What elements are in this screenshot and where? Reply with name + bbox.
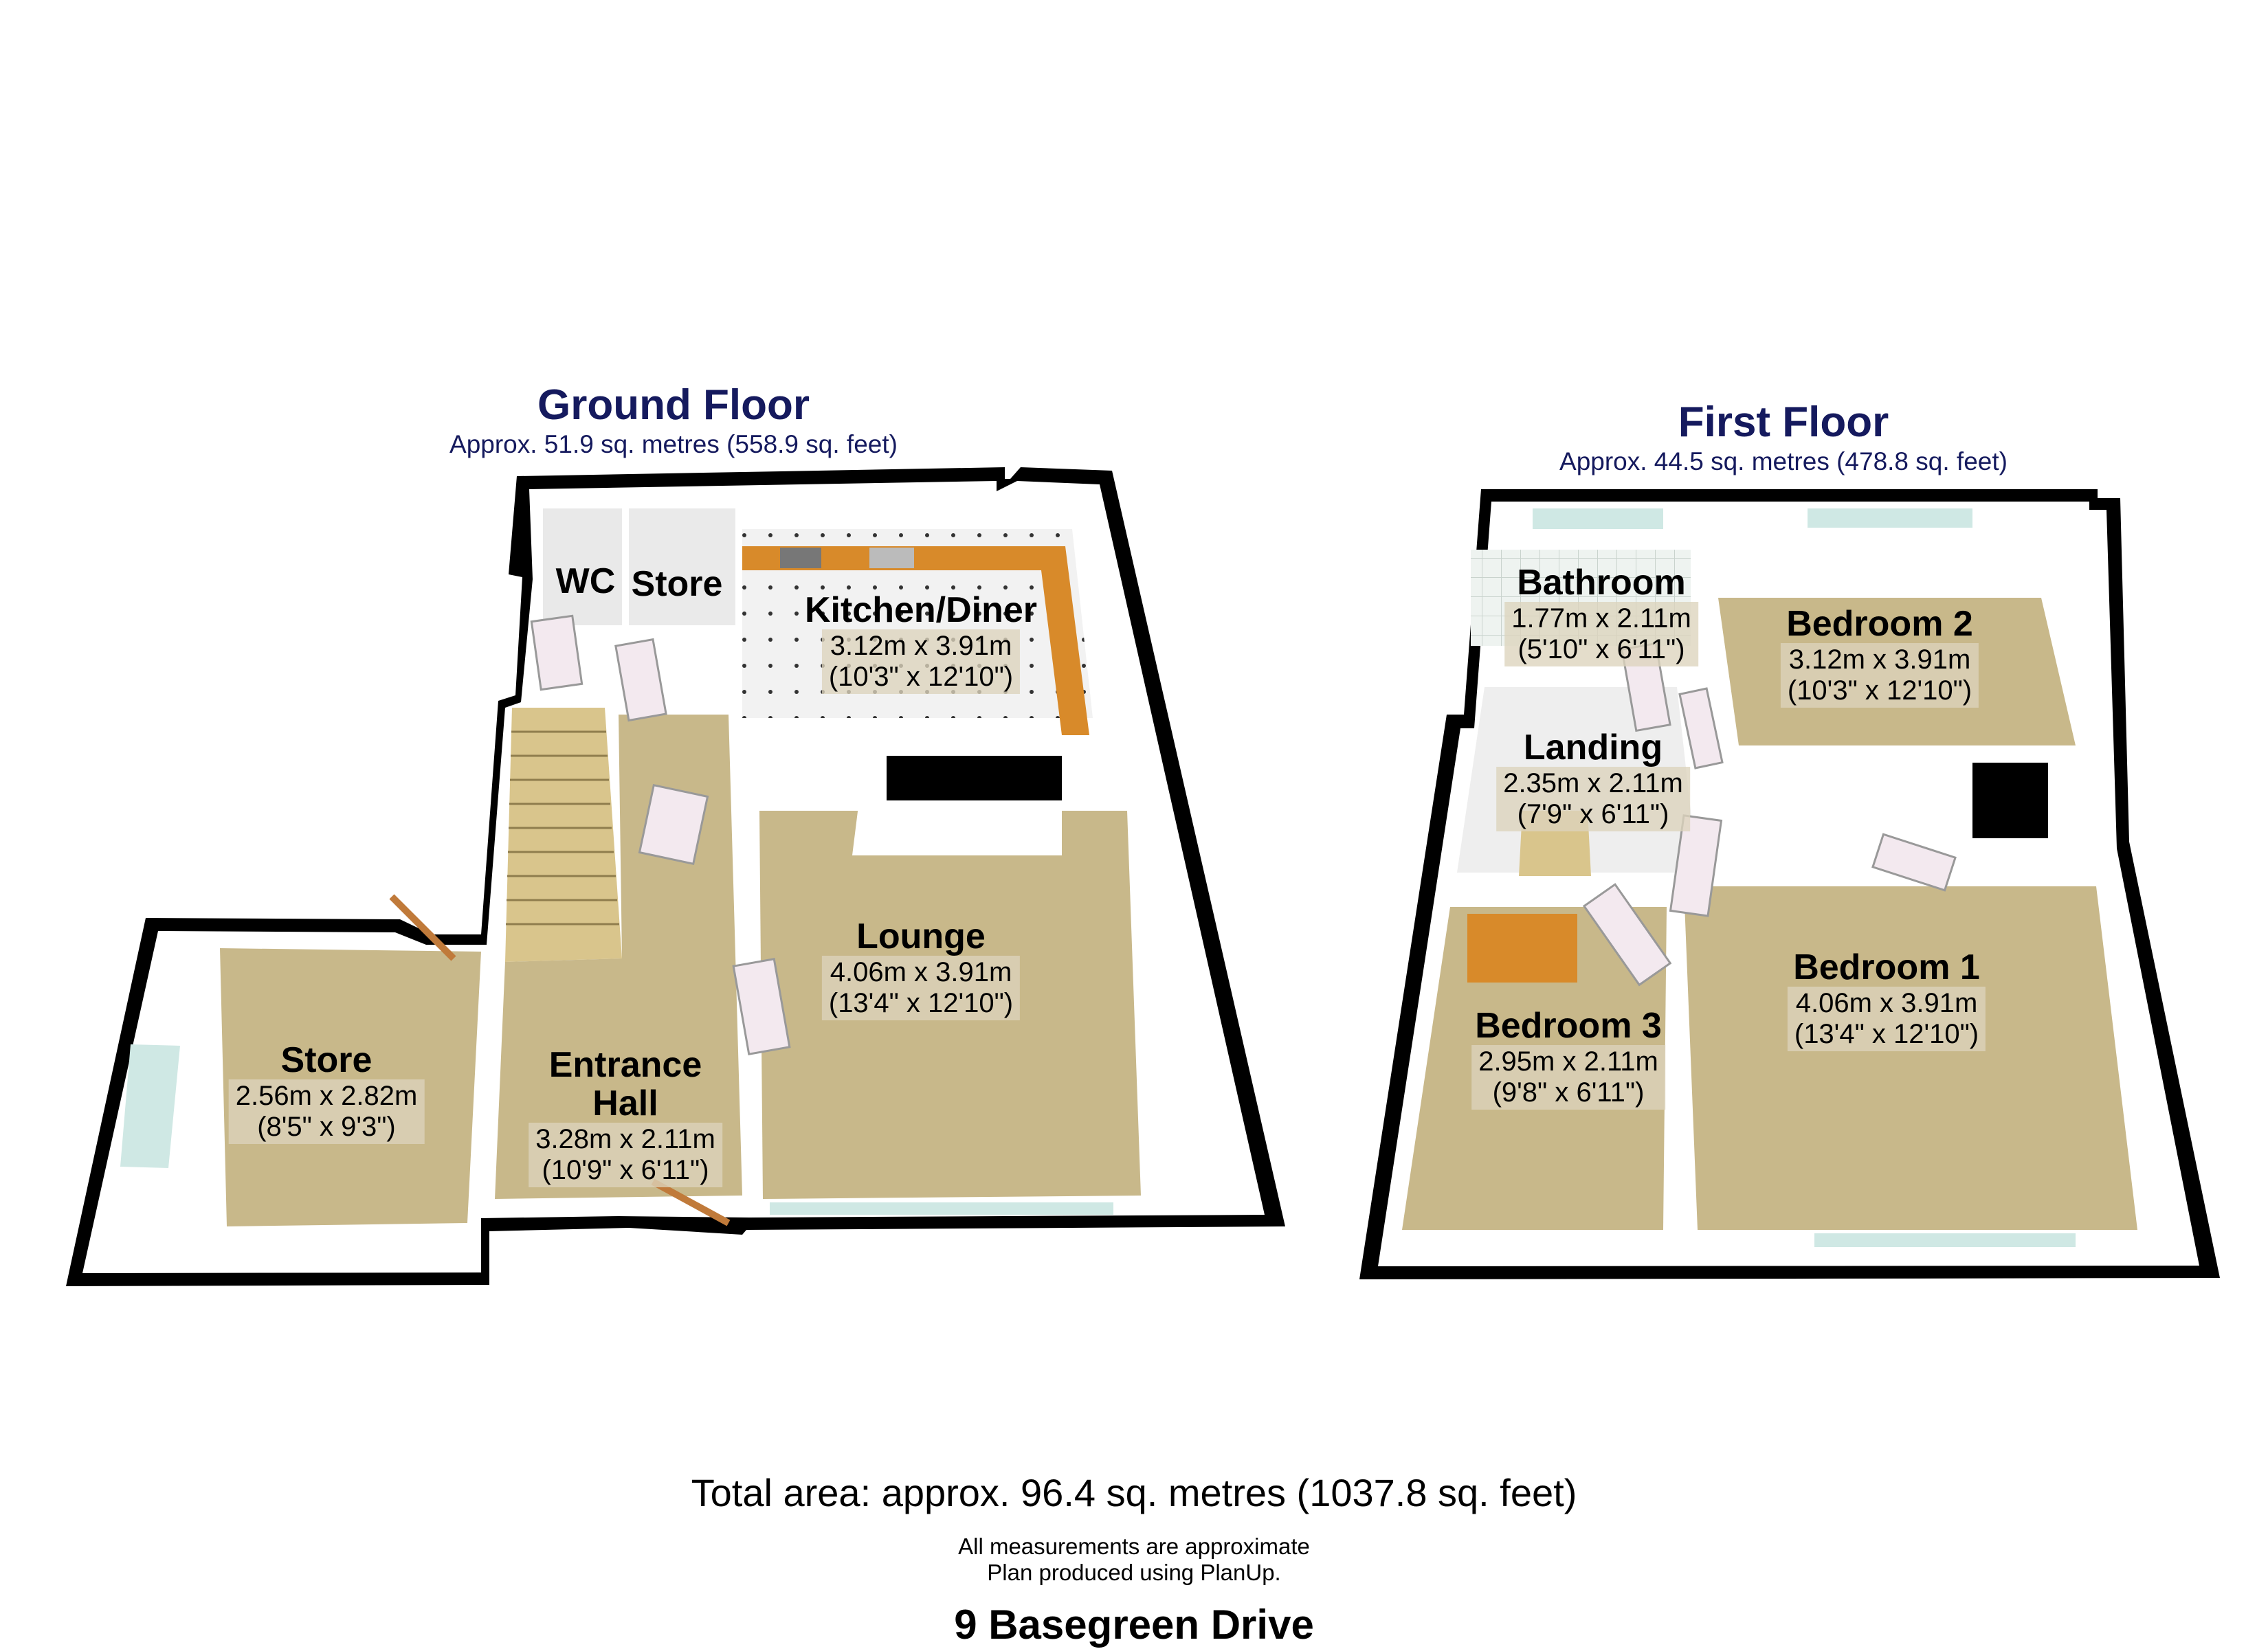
room-name-bedroom-3: Bedroom 3 bbox=[1475, 1006, 1662, 1046]
room-name-bedroom-1: Bedroom 1 bbox=[1793, 947, 1980, 987]
room-dims-entrance-hall: 3.28m x 2.11m(10'9" x 6'11") bbox=[529, 1123, 722, 1187]
staircase-steps bbox=[506, 730, 619, 926]
door-bedroom-2 bbox=[1678, 687, 1724, 770]
bedroom-3-bulkhead bbox=[1467, 914, 1577, 983]
room-name-store-small: Store bbox=[631, 564, 723, 604]
room-dims-bedroom-1: 4.06m x 3.91m(13'4" x 12'10") bbox=[1787, 987, 1986, 1051]
ground-floor-title: Ground Floor Approx. 51.9 sq. metres (55… bbox=[364, 381, 983, 460]
bedroom-1-window bbox=[1814, 1233, 2076, 1247]
bedroom-1-cupboard bbox=[1972, 763, 2048, 838]
room-label-store-small: Store bbox=[632, 565, 723, 603]
door-kitchen bbox=[638, 783, 709, 866]
room-name-entrance-hall-line1: Entrance bbox=[548, 1045, 702, 1085]
room-name-wc: WC bbox=[555, 561, 616, 601]
entrance-door bbox=[651, 1178, 731, 1226]
room-dims-bedroom-2: 3.12m x 3.91m(10'3" x 12'10") bbox=[1780, 643, 1979, 708]
first-floor-title: First Floor Approx. 44.5 sq. metres (478… bbox=[1474, 399, 2093, 477]
room-label-kitchen: Kitchen/Diner 3.12m x 3.91m(10'3" x 12'1… bbox=[805, 591, 1037, 694]
room-name-store: Store bbox=[280, 1040, 373, 1080]
room-dims-kitchen: 3.12m x 3.91m(10'3" x 12'10") bbox=[821, 629, 1021, 694]
store-small-floor bbox=[629, 508, 735, 625]
room-label-store: Store 2.56m x 2.82m(8'5" x 9'3") bbox=[228, 1040, 425, 1144]
room-label-bedroom-2: Bedroom 2 3.12m x 3.91m(10'3" x 12'10") bbox=[1780, 604, 1979, 708]
room-name-kitchen: Kitchen/Diner bbox=[804, 590, 1038, 630]
room-label-bedroom-1: Bedroom 1 4.06m x 3.91m(13'4" x 12'10") bbox=[1787, 947, 1986, 1051]
measurement-note: All measurements are approximate bbox=[958, 1534, 1310, 1559]
bathroom-window bbox=[1533, 508, 1663, 529]
room-dims-bathroom: 1.77m x 2.11m(5'10" x 6'11") bbox=[1504, 602, 1698, 666]
room-name-entrance-hall-line2: Hall bbox=[592, 1084, 658, 1123]
produced-note: Plan produced using PlanUp. bbox=[987, 1560, 1281, 1585]
ground-floor-area: Approx. 51.9 sq. metres (558.9 sq. feet) bbox=[449, 430, 898, 458]
lounge-window bbox=[770, 1202, 1113, 1215]
property-address: 9 Basegreen Drive bbox=[954, 1602, 1314, 1648]
lounge-chimney-breast bbox=[887, 756, 1062, 800]
staircase bbox=[505, 708, 622, 962]
door-bedroom-3 bbox=[1582, 883, 1672, 987]
bedroom-2-window bbox=[1808, 508, 1972, 528]
first-floor-name: First Floor bbox=[1678, 399, 1889, 446]
room-label-bedroom-3: Bedroom 3 2.95m x 2.11m(9'8" x 6'11") bbox=[1471, 1007, 1665, 1110]
wc-floor bbox=[543, 508, 622, 625]
first-floor-area: Approx. 44.5 sq. metres (478.8 sq. feet) bbox=[1559, 447, 2008, 475]
room-name-bathroom: Bathroom bbox=[1517, 563, 1686, 603]
kitchen-worktop bbox=[742, 546, 1089, 735]
room-label-bathroom: Bathroom 1.77m x 2.11m(5'10" x 6'11") bbox=[1504, 563, 1698, 666]
room-dims-landing: 2.35m x 2.11m(7'9" x 6'11") bbox=[1496, 767, 1690, 831]
room-name-landing: Landing bbox=[1523, 728, 1663, 767]
door-lounge bbox=[732, 958, 791, 1055]
total-area: Total area: approx. 96.4 sq. metres (103… bbox=[691, 1471, 1577, 1514]
bedroom-1-floor bbox=[1684, 886, 2137, 1230]
room-dims-bedroom-3: 2.95m x 2.11m(9'8" x 6'11") bbox=[1471, 1045, 1665, 1110]
room-name-bedroom-2: Bedroom 2 bbox=[1786, 604, 1973, 644]
room-label-entrance-hall: Entrance Hall 3.28m x 2.11m(10'9" x 6'11… bbox=[529, 1046, 722, 1187]
door-bedroom-1-cupboard bbox=[1871, 833, 1957, 892]
hob-icon bbox=[780, 548, 821, 568]
room-dims-store: 2.56m x 2.82m(8'5" x 9'3") bbox=[228, 1079, 425, 1144]
ground-floor-name: Ground Floor bbox=[537, 381, 810, 429]
store-window bbox=[120, 1044, 180, 1168]
room-label-wc: WC bbox=[556, 562, 616, 601]
room-name-lounge: Lounge bbox=[856, 917, 986, 956]
door-store bbox=[614, 638, 667, 722]
store-door bbox=[389, 894, 456, 961]
room-label-lounge: Lounge 4.06m x 3.91m(13'4" x 12'10") bbox=[821, 917, 1021, 1020]
door-wc bbox=[530, 614, 583, 691]
door-bedroom-1 bbox=[1669, 814, 1723, 917]
sink-icon bbox=[869, 548, 914, 568]
room-dims-lounge: 4.06m x 3.91m(13'4" x 12'10") bbox=[821, 956, 1021, 1020]
room-label-landing: Landing 2.35m x 2.11m(7'9" x 6'11") bbox=[1496, 728, 1690, 831]
lounge-chimney-breast-face bbox=[852, 800, 1062, 855]
